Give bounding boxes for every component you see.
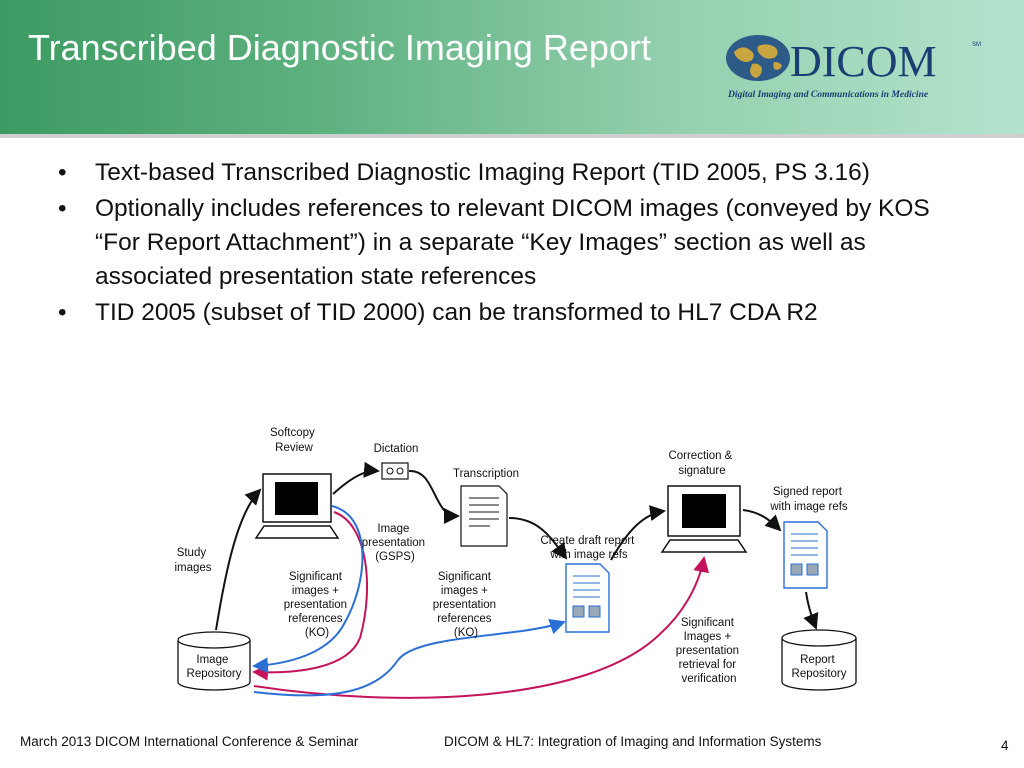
bullet-list: Text-based Transcribed Diagnostic Imagin… xyxy=(58,156,978,332)
dicom-logo: DICOM SM Digital Imaging and Communicati… xyxy=(726,35,981,100)
label-image-presentation: Image presentation (GSPS) xyxy=(362,523,429,563)
title-banner-rule xyxy=(0,134,1024,138)
signed-report-icon xyxy=(783,521,828,589)
draft-report-icon xyxy=(565,563,610,633)
logo-sm-mark: SM xyxy=(972,42,981,48)
slide-title: Transcribed Diagnostic Imaging Report xyxy=(28,27,651,68)
title-banner xyxy=(0,0,1024,134)
report-repository-icon xyxy=(781,629,857,691)
transcription-document-icon xyxy=(460,485,508,547)
bullet-item: Text-based Transcribed Diagnostic Imagin… xyxy=(58,156,978,190)
bullet-item: TID 2005 (subset of TID 2000) can be tra… xyxy=(58,296,978,330)
workflow-arrows xyxy=(215,461,819,631)
globe-icon xyxy=(726,35,790,81)
logo-tagline: Digital Imaging and Communications in Me… xyxy=(727,89,929,100)
label-significant-images-right: Significant Images + presentation retrie… xyxy=(676,617,743,685)
review-workstation-icon xyxy=(254,473,340,539)
workflow-diagram: Softcopy Review Dictation Transcription … xyxy=(174,427,857,699)
page-number: 4 xyxy=(1001,738,1009,753)
correction-workstation-icon xyxy=(660,485,748,553)
label-create-draft: Create draft report with image refs xyxy=(540,535,637,561)
label-significant-images-left: Significant images + presentation refere… xyxy=(284,571,351,639)
footer-topic: DICOM & HL7: Integration of Imaging and … xyxy=(444,734,822,749)
label-report-repository: Report Repository xyxy=(792,654,847,680)
label-image-repository: Image Repository xyxy=(187,654,242,680)
blue-arrows xyxy=(252,505,566,697)
dictation-recorder-icon xyxy=(381,462,409,480)
label-study-images: Study images xyxy=(174,547,211,574)
bullet-item: Optionally includes references to releva… xyxy=(58,192,978,294)
logo-wordmark: DICOM xyxy=(790,37,937,86)
magenta-arrows xyxy=(252,511,710,699)
label-transcription: Transcription xyxy=(453,468,519,480)
footer-conference: March 2013 DICOM International Conferenc… xyxy=(20,734,359,749)
label-dictation: Dictation xyxy=(374,443,419,455)
label-softcopy-review: Softcopy Review xyxy=(270,427,318,454)
label-significant-images-mid: Significant images + presentation refere… xyxy=(433,571,500,639)
image-repository-icon xyxy=(177,631,251,691)
label-correction-signature: Correction & signature xyxy=(668,450,735,477)
label-signed-report: Signed report with image refs xyxy=(769,486,848,513)
